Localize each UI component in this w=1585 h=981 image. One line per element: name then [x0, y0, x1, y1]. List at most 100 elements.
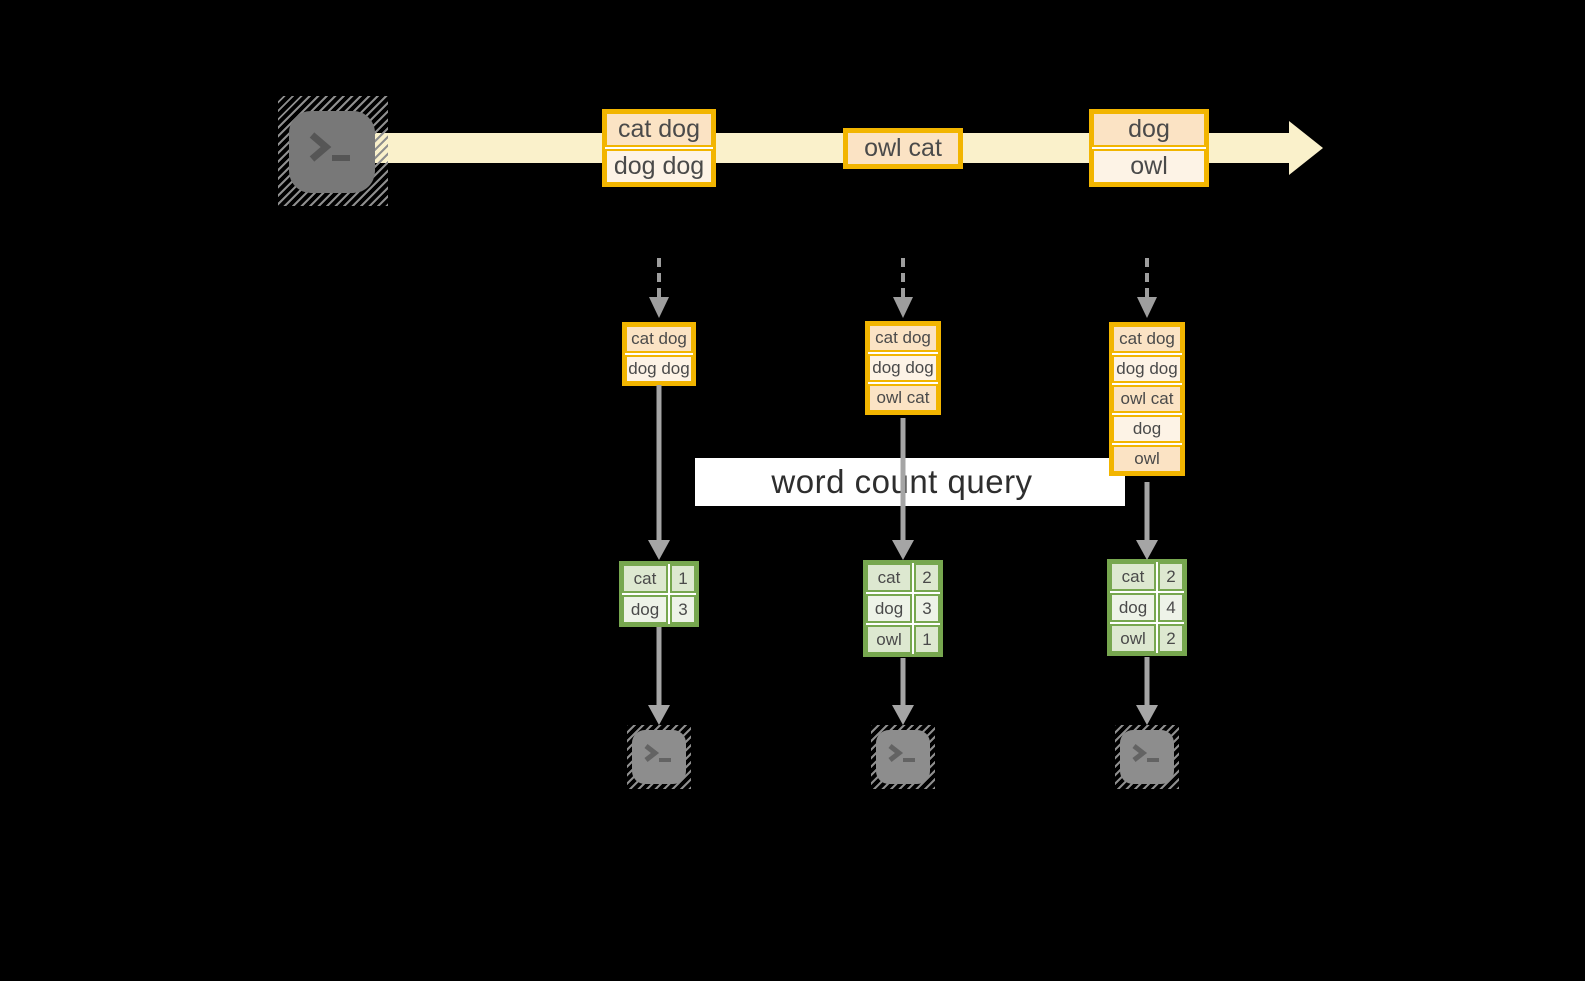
count-text: 3	[678, 599, 688, 619]
record-text: dog	[1132, 419, 1162, 438]
record-text: cat dog	[617, 115, 700, 143]
count-cell: 1	[670, 564, 696, 593]
stream-record: dog dog	[605, 149, 713, 184]
input-row: dog	[1112, 415, 1182, 443]
record-text: cat dog	[1119, 329, 1175, 348]
record-text: owl cat	[1120, 389, 1174, 408]
stream-arrow-head	[1289, 121, 1323, 175]
input-row: dog dog	[625, 355, 693, 383]
record-text: owl cat	[864, 134, 942, 162]
word-cell: dog	[866, 594, 912, 623]
count-row: dog 4	[1110, 593, 1184, 622]
count-row: dog 3	[622, 595, 696, 624]
count-text: 2	[1166, 628, 1176, 648]
stream-batch-1: cat dog dog dog	[602, 109, 716, 187]
record-text: cat dog	[631, 329, 687, 348]
count-row: cat 1	[622, 564, 696, 593]
terminal-icon	[632, 730, 686, 784]
sink-terminal-2	[871, 725, 935, 789]
terminal-prompt-icon	[1132, 744, 1159, 762]
count-cell: 1	[914, 625, 940, 654]
count-table-1: cat 1 dog 3	[619, 561, 699, 627]
accumulated-input-1: cat dog dog dog	[622, 322, 696, 386]
input-row: cat dog	[868, 324, 938, 352]
sink-arrow-3	[1136, 657, 1158, 725]
count-text: 1	[922, 629, 932, 649]
count-table-3: cat 2 dog 4 owl 2	[1107, 559, 1187, 656]
accumulated-input-2: cat dog dog dog owl cat	[865, 321, 941, 415]
count-text: 2	[1166, 566, 1176, 586]
query-arrow-2	[892, 418, 914, 560]
word-text: cat	[1121, 566, 1145, 586]
record-text: owl	[1134, 449, 1160, 468]
record-text: dog dog	[1116, 359, 1178, 378]
record-text: owl cat	[876, 388, 930, 407]
terminal-icon	[876, 730, 930, 784]
accumulated-input-3: cat dog dog dog owl cat dog owl	[1109, 322, 1185, 476]
count-text: 2	[922, 567, 932, 587]
stream-record: cat dog	[605, 112, 713, 147]
sink-terminal-3	[1115, 725, 1179, 789]
stream-record: owl cat	[846, 131, 960, 166]
sink-arrow-1	[648, 627, 670, 725]
word-text: owl	[1120, 628, 1146, 648]
stream-batch-2: owl cat	[843, 128, 963, 169]
input-row: dog dog	[868, 354, 938, 382]
dashed-arrow-2	[893, 258, 913, 318]
input-row: owl cat	[1112, 385, 1182, 413]
dashed-arrow-3	[1137, 258, 1157, 318]
word-text: cat	[877, 567, 901, 587]
record-text: dog dog	[613, 152, 705, 180]
count-table-2: cat 2 dog 3 owl 1	[863, 560, 943, 657]
stream-record: dog	[1092, 112, 1206, 147]
count-text: 4	[1166, 597, 1176, 617]
word-text: dog	[874, 598, 904, 618]
word-cell: cat	[866, 563, 912, 592]
word-text: dog	[630, 599, 660, 619]
count-cell: 2	[914, 563, 940, 592]
count-cell: 2	[1158, 562, 1184, 591]
record-text: cat dog	[875, 328, 931, 347]
query-arrow-1	[648, 385, 670, 560]
input-row: owl cat	[868, 384, 938, 412]
count-cell: 4	[1158, 593, 1184, 622]
source-terminal	[278, 96, 388, 206]
count-cell: 2	[1158, 624, 1184, 653]
terminal-prompt-icon	[309, 132, 350, 162]
count-cell: 3	[914, 594, 940, 623]
terminal-icon	[289, 111, 375, 193]
count-row: cat 2	[866, 563, 940, 592]
word-text: owl	[876, 629, 902, 649]
count-text: 1	[678, 568, 688, 588]
dashed-arrow-1	[649, 258, 669, 318]
count-text: 3	[922, 598, 932, 618]
count-row: cat 2	[1110, 562, 1184, 591]
query-arrow-3	[1136, 482, 1158, 560]
terminal-icon	[1120, 730, 1174, 784]
word-cell: cat	[1110, 562, 1156, 591]
word-cell: dog	[622, 595, 668, 624]
word-text: dog	[1118, 597, 1148, 617]
terminal-prompt-icon	[888, 744, 915, 762]
count-row: owl 1	[866, 625, 940, 654]
record-text: dog	[1128, 115, 1170, 143]
stream-record: owl	[1092, 149, 1206, 184]
record-text: owl	[1130, 152, 1168, 180]
input-row: dog dog	[1112, 355, 1182, 383]
record-text: dog dog	[628, 359, 690, 378]
sink-terminal-1	[627, 725, 691, 789]
word-cell: cat	[622, 564, 668, 593]
input-row: cat dog	[625, 325, 693, 353]
word-text: cat	[633, 568, 657, 588]
input-row: cat dog	[1112, 325, 1182, 353]
input-row: owl	[1112, 445, 1182, 473]
terminal-prompt-icon	[644, 744, 671, 762]
word-cell: dog	[1110, 593, 1156, 622]
stream-batch-3: dog owl	[1089, 109, 1209, 187]
record-text: dog dog	[872, 358, 934, 377]
sink-arrow-2	[892, 658, 914, 725]
word-cell: owl	[866, 625, 912, 654]
count-row: owl 2	[1110, 624, 1184, 653]
count-row: dog 3	[866, 594, 940, 623]
count-cell: 3	[670, 595, 696, 624]
